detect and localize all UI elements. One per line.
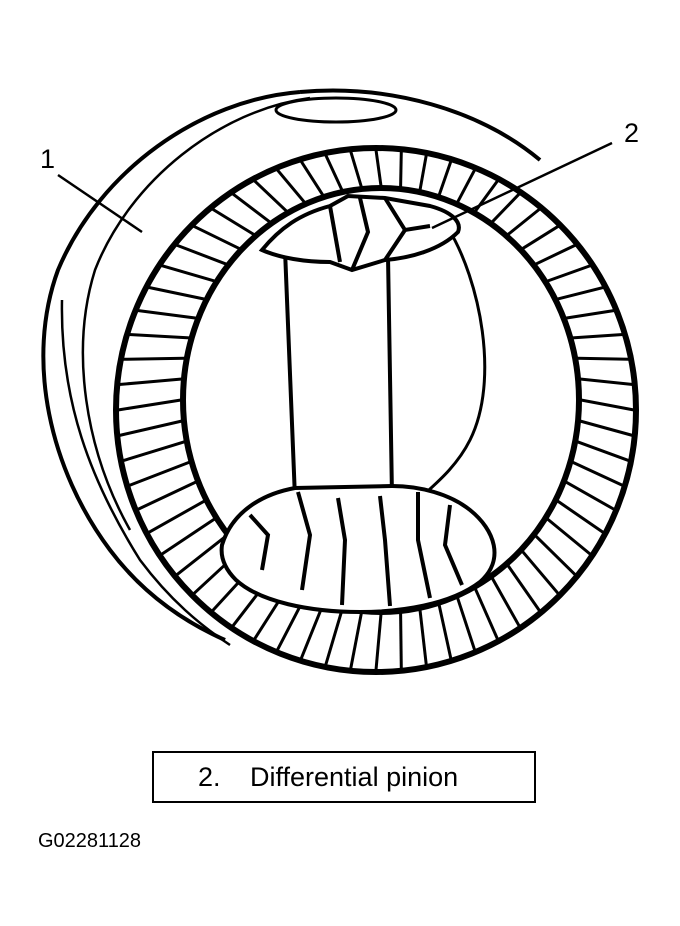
ring-gear-tooth [557, 285, 604, 301]
ring-gear-tooth [437, 160, 453, 196]
ring-gear-tooth [118, 419, 183, 437]
ring-gear-tooth [534, 534, 577, 576]
ring-gear-tooth [253, 179, 288, 213]
ring-gear-tooth [374, 613, 383, 671]
side-gear-bottom [219, 483, 497, 615]
legend-box: 2. Differential pinion [152, 751, 536, 803]
ring-gear-tooth [129, 333, 190, 340]
ring-gear-tooth [577, 356, 630, 361]
ring-gear-tooth [565, 480, 616, 511]
ring-gear-tooth [473, 588, 499, 640]
ring-gear-tooth [176, 243, 227, 266]
ring-gear-tooth [546, 264, 592, 283]
ring-gear-tooth [571, 460, 624, 487]
ring-gear-tooth [534, 243, 577, 266]
case-window [274, 96, 398, 124]
ring-gear-tooth [399, 151, 403, 188]
ring-gear-tooth [580, 398, 635, 412]
ring-gear-tooth [579, 377, 633, 386]
ring-gear-tooth [128, 460, 191, 487]
ring-gear-tooth [490, 577, 521, 627]
ring-gear-tooth [491, 192, 521, 224]
ring-gear-tooth [556, 499, 605, 534]
legend-number: 2. [198, 761, 221, 792]
ring-gear-tooth [349, 150, 363, 188]
ring-gear-tooth [521, 550, 560, 595]
callout-number-1: 1 [40, 144, 56, 174]
ring-gear-tooth [175, 534, 228, 577]
pinion-shaft [282, 247, 395, 511]
ring-gear-tooth [506, 564, 541, 612]
ring-gear-tooth [299, 604, 325, 660]
ring-gear-tooth [192, 224, 241, 251]
ring-gear-tooth [565, 309, 615, 320]
ring-gear-tooth [576, 440, 630, 463]
ring-gear-tooth [160, 517, 216, 556]
ring-gear-tooth [137, 309, 197, 320]
differential-case [41, 88, 542, 647]
ring-gear-tooth [211, 207, 255, 236]
figure-id: G02281128 [38, 830, 142, 852]
ring-gear-tooth [546, 517, 592, 556]
ring-gear-tooth [437, 604, 453, 660]
ring-gear-tooth [521, 224, 560, 250]
case-inner-edge [416, 227, 487, 502]
leader-line-1 [57, 173, 143, 234]
ring-gear-tooth [418, 609, 428, 666]
ring-gear-tooth [506, 207, 541, 236]
ring-gear-tooth [148, 285, 205, 301]
leader-line-2 [431, 141, 613, 230]
ring-gear-tooth [276, 168, 306, 204]
ring-gear-tooth [572, 333, 624, 340]
ring-gear-outer [113, 145, 639, 675]
ring-gear-tooth [117, 398, 182, 412]
ring-gear-tooth [324, 154, 344, 191]
ring-gear-tooth [579, 419, 634, 437]
differential-pinion-top [258, 193, 461, 273]
ring-gear-tooth [324, 609, 344, 666]
ring-gear-tooth [147, 499, 206, 534]
ring-gear-tooth [349, 612, 363, 669]
callout-number-2: 2 [624, 118, 640, 148]
ring-gear-tooth [119, 377, 183, 386]
ring-gear-tooth [374, 149, 383, 187]
ring-gear-teeth [117, 149, 635, 671]
ring-gear-tooth [136, 480, 197, 511]
ring-gear-tooth [122, 440, 186, 463]
legend-text: Differential pinion [250, 761, 459, 792]
ring-gear-tooth [299, 160, 325, 197]
ring-gear-tooth [456, 597, 477, 651]
ring-gear-tooth [161, 264, 216, 283]
ring-gear-tooth [231, 192, 271, 224]
ring-gear-tooth [399, 612, 403, 669]
ring-gear-tooth [418, 154, 428, 191]
ring-gear-tooth [122, 356, 185, 361]
ring-gear-tooth [456, 169, 477, 204]
